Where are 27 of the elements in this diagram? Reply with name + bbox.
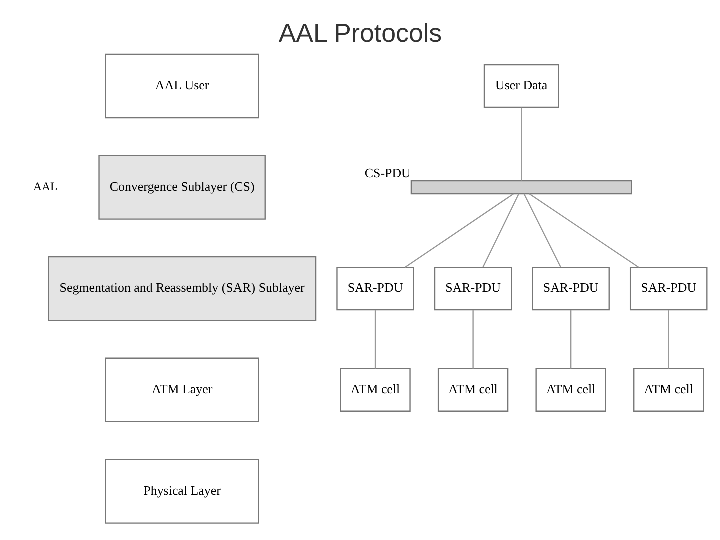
connector [374,310,376,369]
connector [668,310,669,369]
node-box: Segmentation and Reassembly (SAR) Sublayer [48,256,316,322]
node-box: SAR-PDU [336,267,414,311]
connector [523,194,561,268]
node-box: Convergence Sublayer (CS) [98,155,266,220]
connector [404,194,514,268]
node-box: ATM Layer [104,358,259,423]
node-box: ATM cell [535,368,606,412]
node-box: SAR-PDU [629,267,708,311]
connector [570,310,572,369]
node-bar [410,180,632,195]
diagram-title: AAL Protocols [278,20,442,48]
node-box: AAL User [104,54,259,119]
node-box: SAR-PDU [434,267,512,311]
node-box: Physical Layer [104,459,259,524]
node-box: ATM cell [340,368,410,412]
node-box: ATM cell [437,368,508,412]
label: AAL [33,180,58,194]
node-label: CS-PDU [364,165,410,180]
connector [528,194,639,268]
node-box: ATM cell [633,368,704,412]
connector [472,310,474,369]
connector [520,108,522,181]
connector [482,194,520,268]
node-box: User Data [483,64,559,108]
node-box: SAR-PDU [532,267,610,311]
